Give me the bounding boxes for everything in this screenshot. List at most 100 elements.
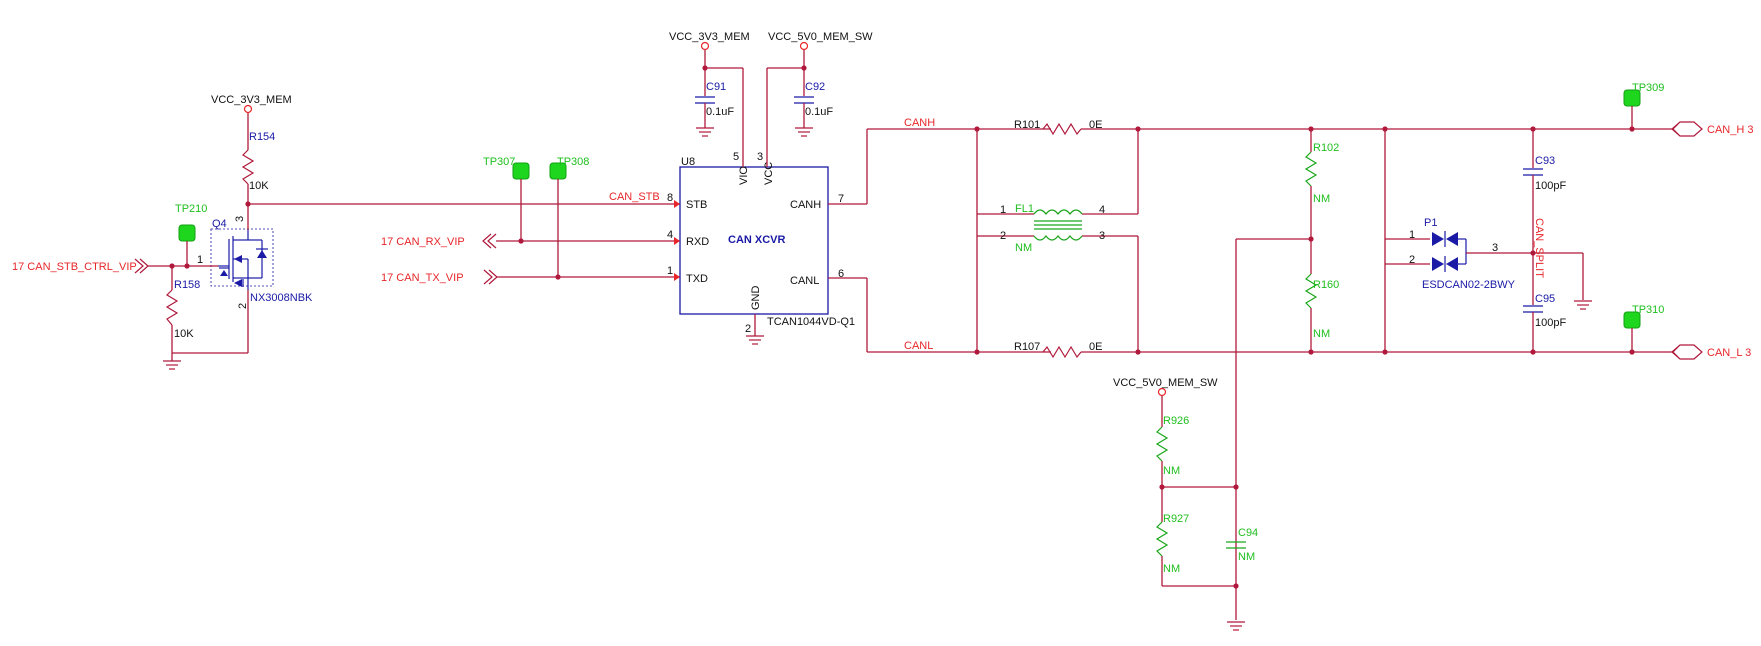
c93-value: 100pF [1535, 180, 1566, 192]
can-l-port-label: CAN_L 3 [1707, 347, 1751, 359]
u8-pin-canh: CANH [790, 199, 821, 211]
q4-pin3: 3 [234, 216, 246, 222]
r101-ref: R101 [1014, 119, 1040, 131]
p1-pin1: 1 [1409, 229, 1415, 241]
r154-resistor [241, 149, 255, 185]
p1-ref: P1 [1424, 217, 1437, 229]
p1-pin3: 3 [1492, 242, 1498, 254]
c94-value: NM [1238, 551, 1255, 563]
can-split-net-label: CAN_SPLIT [1533, 218, 1545, 278]
fl1-pin1: 1 [1000, 204, 1006, 216]
p1-pin2: 2 [1409, 254, 1415, 266]
r927-resistor [1155, 521, 1169, 557]
u8-pinnum-stb: 8 [667, 192, 673, 204]
u8-pinnum-txd: 1 [667, 265, 673, 277]
r107-ref: R107 [1014, 341, 1040, 353]
vcc-5v0-mem-sw-top-label: VCC_5V0_MEM_SW [768, 31, 873, 43]
r158-value: 10K [174, 328, 194, 340]
r101-value: 0E [1089, 119, 1102, 131]
can-stb-net-label: CAN_STB [609, 191, 660, 203]
r158-ref: R158 [174, 279, 200, 291]
can-stb-ctrl-port-label: 17 CAN_STB_CTRL_VIP [12, 261, 137, 273]
c93-capacitor [1523, 168, 1543, 176]
c94-ref: C94 [1238, 527, 1258, 539]
tp308-label: TP308 [557, 156, 589, 168]
can-tx-port-label: 17 CAN_TX_VIP [381, 272, 464, 284]
r102-value: NM [1313, 193, 1330, 205]
c95-capacitor [1523, 305, 1543, 313]
c95-ref: C95 [1535, 293, 1555, 305]
r160-resistor [1304, 273, 1318, 309]
u8-pin-rxd: RXD [686, 236, 709, 248]
vcc-3v3-mem-left-symbol: VCC_3V3_MEM [211, 94, 292, 114]
u8-pin-vio: VIO [738, 166, 750, 185]
r160-ref: R160 [1313, 279, 1339, 291]
tp210-label: TP210 [175, 203, 207, 215]
can-tx-port-arrow[interactable] [483, 269, 498, 285]
can-rx-port-label: 17 CAN_RX_VIP [381, 236, 465, 248]
can-h-port-arrow[interactable] [1671, 121, 1703, 137]
vcc-3v3-mem-left-label: VCC_3V3_MEM [211, 94, 292, 106]
r154-value: 10K [249, 180, 269, 192]
tp307-label: TP307 [483, 156, 515, 168]
r926-resistor [1155, 426, 1169, 462]
u8-name: CAN XCVR [728, 234, 786, 246]
c94-capacitor [1226, 541, 1246, 549]
u8-pinnum-vio: 5 [733, 151, 739, 163]
q4-part: NX3008NBK [250, 292, 313, 304]
fl1-ref: FL1 [1015, 203, 1034, 215]
tp310-label: TP310 [1632, 304, 1664, 316]
u8-part: TCAN1044VD-Q1 [767, 316, 855, 328]
gnd-icon-c91 [695, 127, 715, 137]
tp210-testpoint[interactable] [178, 224, 196, 242]
u8-pinnum-canh: 7 [838, 193, 844, 205]
canl-net-label: CANL [904, 340, 933, 352]
gnd-icon-split [1573, 300, 1593, 310]
c91-capacitor [695, 96, 715, 104]
r107-resistor [1042, 345, 1082, 359]
can-rx-port-arrow[interactable] [482, 233, 497, 249]
c92-ref: C92 [805, 81, 825, 93]
can-stb-ctrl-port-arrow[interactable] [134, 258, 149, 274]
r926-ref: R926 [1163, 415, 1189, 427]
r927-ref: R927 [1163, 513, 1189, 525]
q4-pin1: 1 [197, 254, 203, 266]
c95-value: 100pF [1535, 317, 1566, 329]
c91-ref: C91 [706, 81, 726, 93]
u8-pinnum-vcc: 3 [757, 151, 763, 163]
fl1-choke [1033, 209, 1083, 241]
can-l-port-arrow[interactable] [1671, 344, 1703, 360]
u8-can-transceiver [679, 166, 829, 315]
c93-ref: C93 [1535, 155, 1555, 167]
q4-ref: Q4 [212, 218, 227, 230]
u8-pin-stb: STB [686, 199, 707, 211]
r154-ref: R154 [249, 131, 275, 143]
vcc-3v3-mem-top-label: VCC_3V3_MEM [669, 31, 750, 43]
vcc-5v0-mem-sw-bottom-label: VCC_5V0_MEM_SW [1113, 377, 1218, 389]
gnd-icon-u8 [745, 335, 765, 345]
c92-value: 0.1uF [805, 106, 833, 118]
u8-ref: U8 [681, 156, 695, 168]
c92-capacitor [794, 96, 814, 104]
q4-mosfet [210, 228, 274, 290]
r158-resistor [165, 289, 179, 326]
u8-pinnum-rxd: 4 [667, 229, 673, 241]
r101-resistor [1042, 122, 1082, 136]
fl1-pin4: 4 [1099, 204, 1105, 216]
u8-pin-gnd: GND [750, 286, 762, 311]
c91-value: 0.1uF [706, 106, 734, 118]
fl1-pin2: 2 [1000, 230, 1006, 242]
gnd-icon-c92 [794, 127, 814, 137]
gnd-icon-c94 [1226, 621, 1246, 631]
u8-pin-vcc: VCC [763, 162, 775, 185]
r927-value: NM [1163, 563, 1180, 575]
r102-resistor [1304, 151, 1318, 187]
r160-value: NM [1313, 328, 1330, 340]
q4-pin2: 2 [237, 303, 249, 309]
u8-pinnum-gnd: 2 [745, 323, 751, 335]
p1-part: ESDCAN02-2BWY [1422, 279, 1516, 291]
r107-value: 0E [1089, 341, 1102, 353]
r102-ref: R102 [1313, 142, 1339, 154]
canh-net-label: CANH [904, 117, 935, 129]
